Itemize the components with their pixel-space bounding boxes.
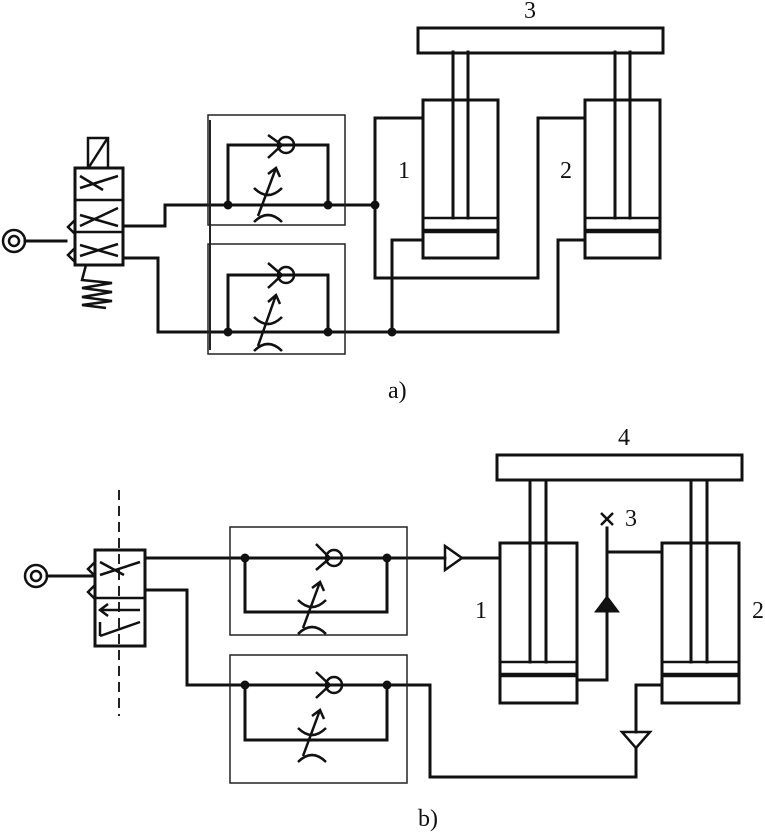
throttle-check-valve-b-upper	[229, 526, 408, 636]
throttle-check-valve-b-lower	[229, 654, 408, 784]
line-a-to-cyl2-top	[390, 238, 587, 334]
cylinder-a1	[421, 50, 500, 260]
exhaust-triangle-b2	[619, 730, 653, 750]
plate-b	[495, 453, 744, 482]
caption-b: b)	[418, 806, 438, 832]
throttle-check-valve-a-lower	[207, 243, 346, 355]
directional-valve-a	[66, 136, 125, 310]
label-cylinder-a2: 2	[560, 158, 572, 184]
directional-valve-b	[86, 548, 147, 648]
cylinder-b1	[498, 478, 579, 705]
supply-line-b2	[143, 588, 638, 779]
label-plate-a: 3	[524, 0, 536, 24]
valve-3-b	[575, 512, 664, 682]
label-valve-b3: 3	[625, 506, 637, 532]
air-source-b	[23, 563, 94, 589]
caption-a: a)	[388, 378, 407, 404]
plate-a	[416, 26, 665, 55]
exhaust-triangle-b1	[443, 543, 465, 573]
supply-line-a2	[121, 256, 394, 334]
line-a-to-cyl1-top	[373, 116, 425, 207]
cylinder-a2	[583, 50, 662, 260]
label-cylinder-a1: 1	[398, 158, 410, 184]
label-cylinder-b2: 2	[752, 598, 764, 624]
line-a-to-cyl1-bottom	[390, 238, 425, 334]
throttle-check-valve-a-upper	[207, 114, 346, 226]
label-cylinder-b1: 1	[475, 598, 487, 624]
label-plate-b: 4	[618, 425, 630, 451]
cylinder-b2	[660, 478, 741, 705]
line-a-to-cyl2-bottom	[373, 116, 587, 280]
supply-line-a1	[121, 203, 377, 228]
air-source-a	[1, 228, 68, 254]
diagram-a: 3 1 2 a)	[1, 0, 665, 404]
diagram-b: 4 3 1 2 b)	[23, 425, 764, 832]
